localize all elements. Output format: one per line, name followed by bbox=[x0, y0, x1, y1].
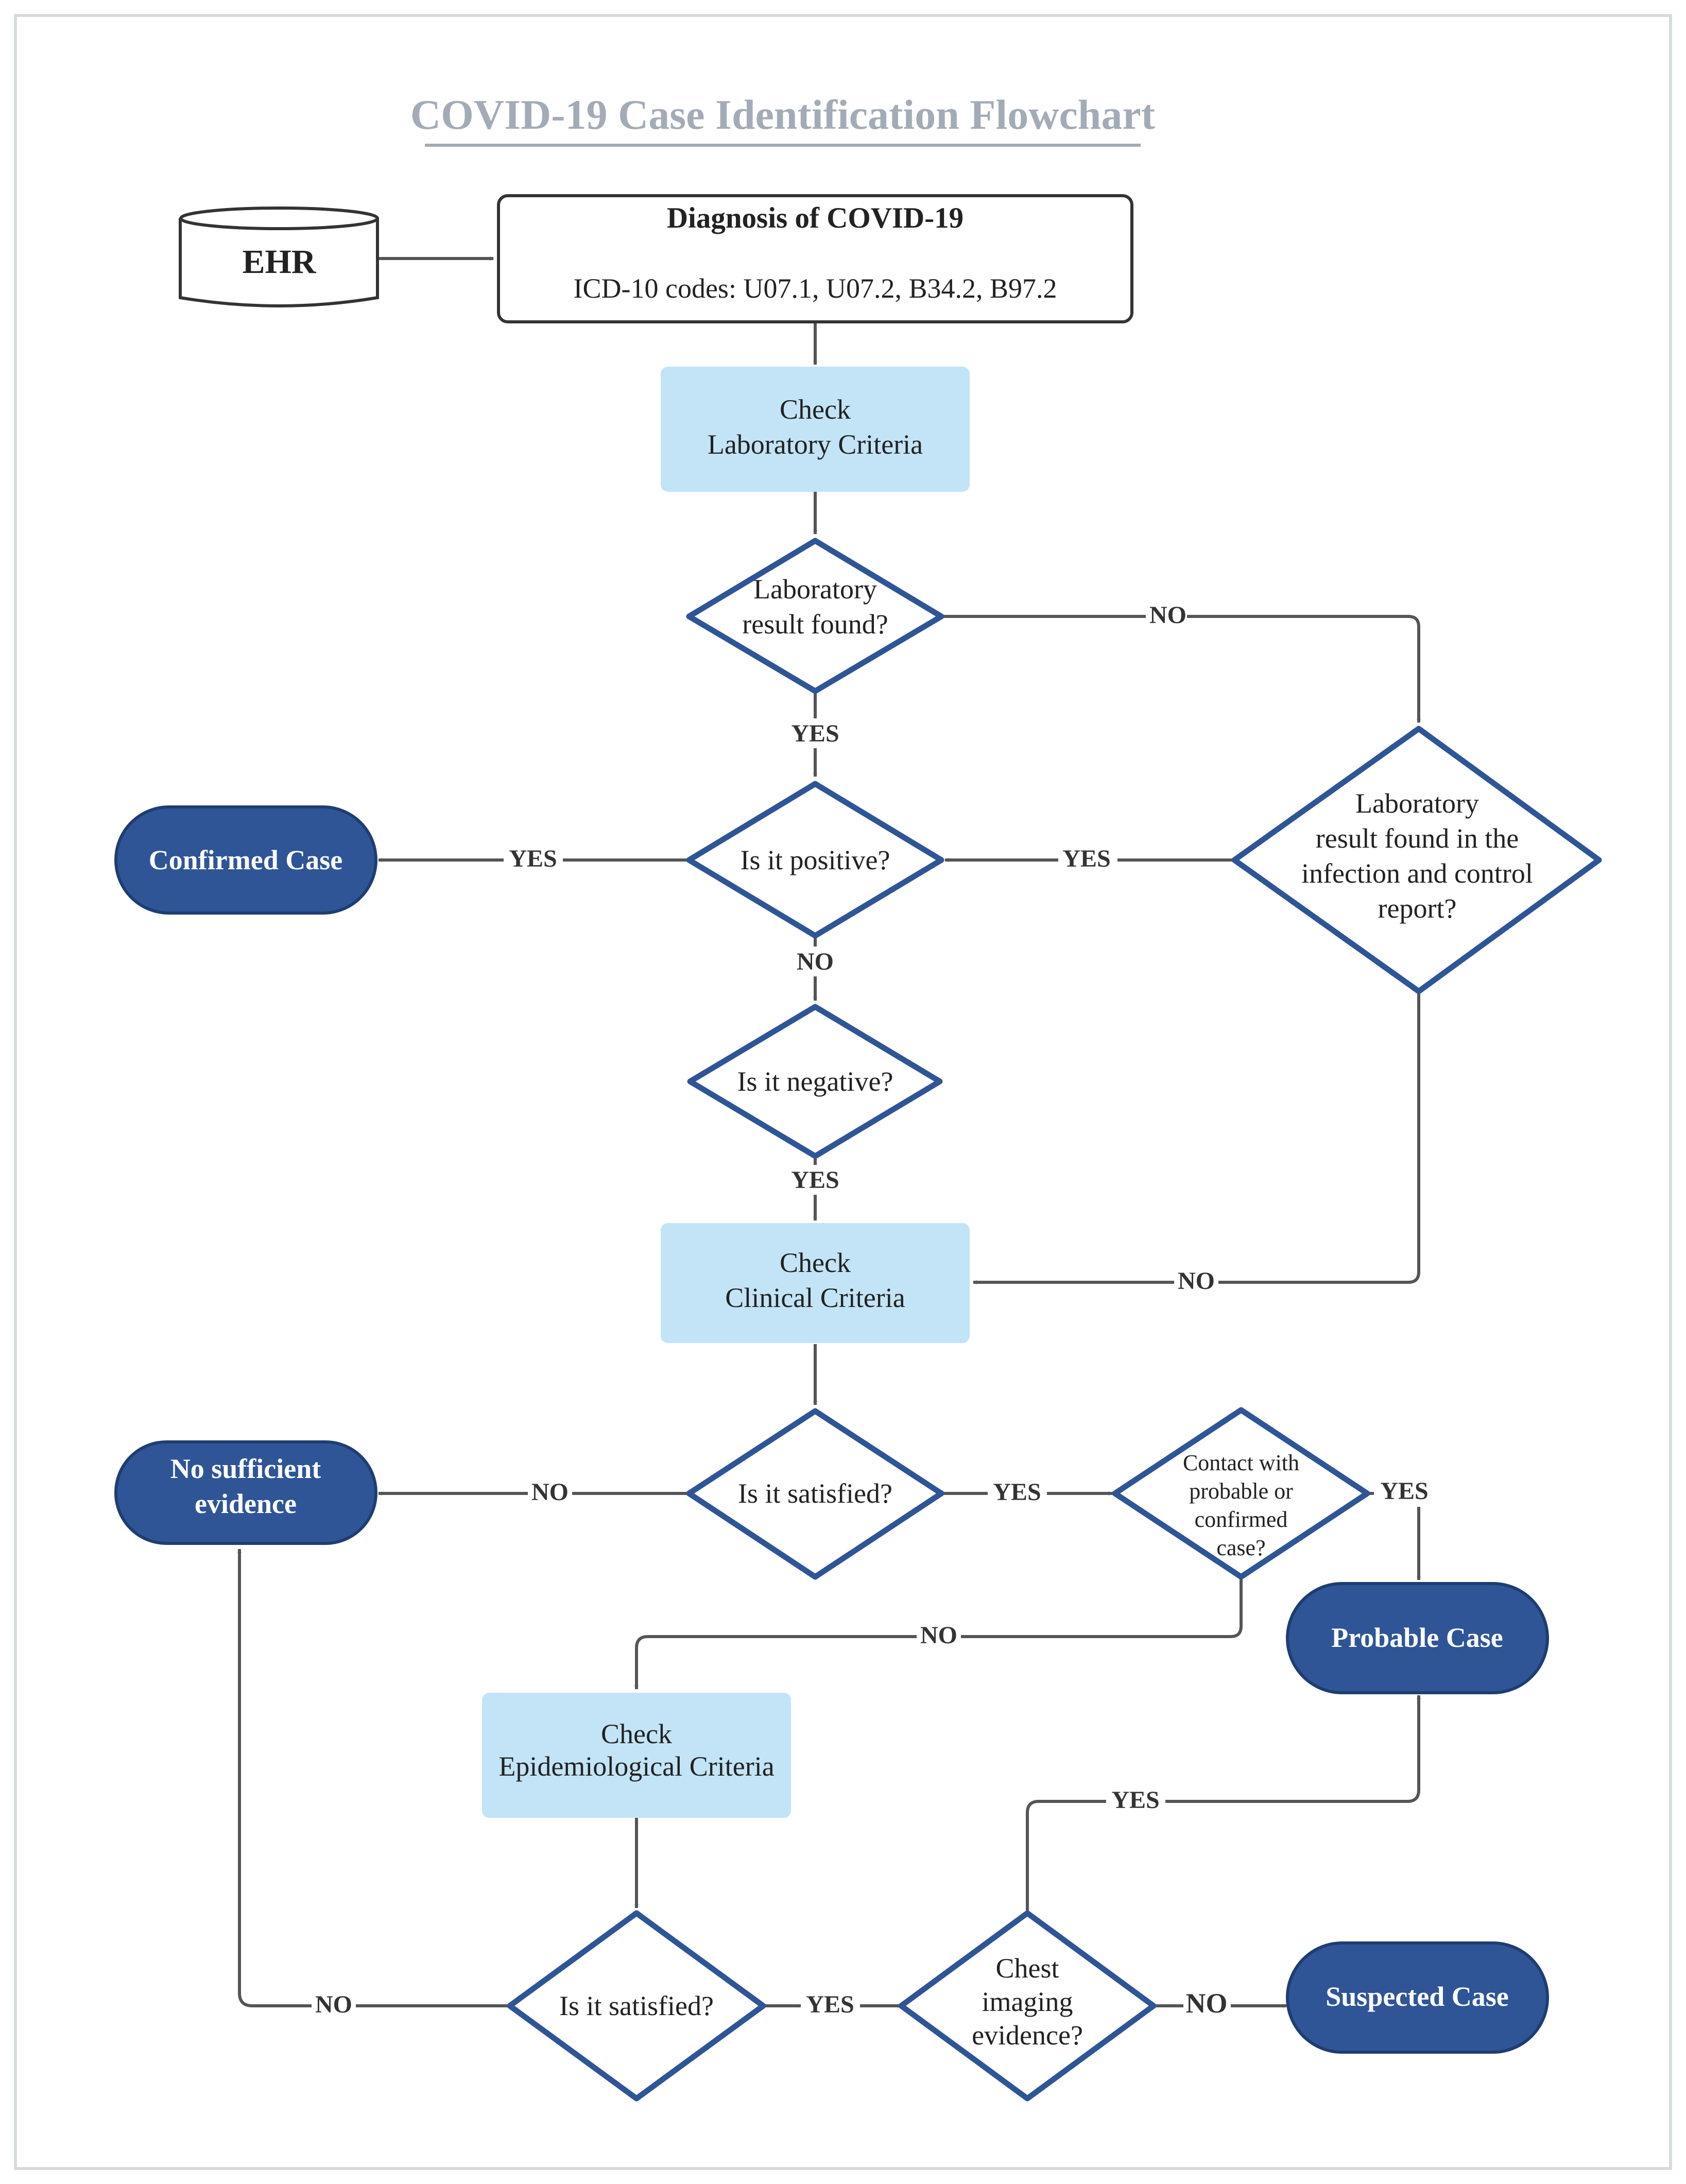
decision-negative[interactable]: Is it negative? bbox=[687, 1004, 943, 1159]
decision-lab-found-line-2: result found? bbox=[742, 609, 888, 640]
decision-negative-label: Is it negative? bbox=[737, 1066, 893, 1097]
terminal-probable-label: Probable Case bbox=[1331, 1622, 1503, 1653]
terminal-suspected[interactable]: Suspected Case bbox=[1286, 1941, 1549, 2054]
edge-label-contact-probable: YES bbox=[1380, 1477, 1428, 1505]
edge-labreport-checkclinical bbox=[973, 994, 1420, 1284]
terminal-probable[interactable]: Probable Case bbox=[1286, 1582, 1549, 1694]
decision-contact-shape bbox=[1112, 1407, 1370, 1580]
decision-contact-line-1: Contact with bbox=[1183, 1450, 1299, 1475]
check-lab-box bbox=[661, 367, 970, 492]
terminal-suspected-label: Suspected Case bbox=[1326, 1981, 1509, 2012]
decision-epi-satisfied-label: Is it satisfied? bbox=[559, 1990, 714, 2021]
edge-label-labfound-labreport: NO bbox=[1149, 601, 1186, 629]
edge-labfound-labreport bbox=[941, 615, 1421, 723]
ehr-cylinder-icon bbox=[179, 218, 379, 307]
check-clinical-box bbox=[661, 1223, 970, 1343]
edge-label-labreport-clinical: NO bbox=[1178, 1267, 1215, 1295]
decision-lab-found-line-1: Laboratory bbox=[753, 574, 877, 605]
edge-episat-noevidence bbox=[237, 1549, 510, 2007]
diagnosis-title: Diagnosis of COVID-19 bbox=[667, 202, 964, 234]
check-epi-line-2: Epidemiological Criteria bbox=[498, 1751, 774, 1782]
check-epi-criteria[interactable]: Check Epidemiological Criteria bbox=[482, 1693, 791, 1818]
edge-label-labreport-positive: YES bbox=[1062, 845, 1110, 872]
terminal-no-evidence-shape bbox=[114, 1440, 377, 1545]
decision-chest-imaging-line-2: imaging bbox=[982, 1986, 1073, 2017]
decision-epi-satisfied-shape bbox=[507, 1910, 766, 2102]
decision-contact[interactable]: Contact with probable or confirmed case? bbox=[1112, 1407, 1370, 1580]
page-title: COVID-19 Case Identification Flowchart bbox=[410, 91, 1155, 138]
edge-label-episat-noevidence: NO bbox=[315, 1991, 352, 2018]
edge-label-chest-suspected: NO bbox=[1186, 1988, 1228, 2019]
decision-lab-found[interactable]: Laboratory result found? bbox=[686, 538, 944, 694]
decision-clinical-satisfied-label: Is it satisfied? bbox=[738, 1478, 892, 1509]
decision-contact-line-3: confirmed bbox=[1195, 1507, 1288, 1532]
decision-chest-imaging-shape bbox=[898, 1910, 1157, 2102]
decision-clinical-satisfied-shape bbox=[686, 1408, 944, 1580]
decision-positive[interactable]: Is it positive? bbox=[686, 781, 944, 939]
edge-label-negative-clinical: YES bbox=[791, 1166, 839, 1194]
decision-contact-line-2: probable or bbox=[1189, 1478, 1293, 1504]
terminal-suspected-shape bbox=[1286, 1941, 1549, 2054]
check-epi-line-1: Check bbox=[601, 1718, 672, 1749]
diagnosis-box-outline bbox=[497, 194, 1133, 323]
decision-contact-line-4: case? bbox=[1216, 1535, 1265, 1560]
edge-label-chest-probable: YES bbox=[1111, 1786, 1159, 1814]
check-lab-line-1: Check bbox=[780, 394, 851, 425]
terminal-no-evidence-line-1: No sufficient bbox=[170, 1453, 321, 1484]
check-clinical-criteria[interactable]: Check Clinical Criteria bbox=[661, 1223, 970, 1343]
terminal-confirmed-label: Confirmed Case bbox=[149, 845, 342, 875]
edge-label-clinsat-contact: YES bbox=[993, 1478, 1041, 1506]
decision-lab-report[interactable]: Laboratory result found in the infection… bbox=[1231, 726, 1602, 994]
ehr-database[interactable]: EHR bbox=[179, 207, 379, 307]
check-lab-criteria[interactable]: Check Laboratory Criteria bbox=[661, 367, 970, 492]
edge-label-positive-negative: NO bbox=[797, 948, 834, 975]
decision-epi-satisfied[interactable]: Is it satisfied? bbox=[507, 1910, 766, 2102]
ehr-cylinder-top bbox=[179, 207, 379, 230]
decision-chest-imaging-line-1: Chest bbox=[995, 1953, 1059, 1984]
decision-clinical-satisfied[interactable]: Is it satisfied? bbox=[686, 1408, 944, 1580]
decision-positive-label: Is it positive? bbox=[741, 845, 890, 875]
check-epi-box bbox=[482, 1693, 791, 1818]
check-clinical-line-2: Clinical Criteria bbox=[725, 1282, 905, 1313]
check-clinical-line-1: Check bbox=[780, 1247, 851, 1278]
decision-lab-report-line-3: infection and control bbox=[1301, 858, 1533, 889]
edge-label-clinsat-noevidence: NO bbox=[531, 1478, 569, 1506]
ehr-label: EHR bbox=[242, 243, 316, 281]
terminal-confirmed[interactable]: Confirmed Case bbox=[114, 805, 377, 915]
decision-positive-shape bbox=[686, 781, 944, 939]
edge-label-episat-chest: YES bbox=[806, 1991, 854, 2018]
decision-lab-report-line-2: result found in the bbox=[1316, 823, 1519, 854]
terminal-probable-shape bbox=[1286, 1582, 1549, 1694]
terminal-confirmed-shape bbox=[114, 805, 377, 915]
decision-chest-imaging-line-3: evidence? bbox=[972, 2020, 1083, 2051]
edge-label-labfound-positive: YES bbox=[791, 720, 839, 747]
edge-chest-probable bbox=[1026, 1695, 1421, 1911]
edge-labels: NO YES YES YES NO YES NO NO YES YES NO N… bbox=[312, 600, 1433, 2020]
terminal-no-evidence[interactable]: No sufficient evidence bbox=[114, 1440, 377, 1545]
decision-negative-shape bbox=[687, 1004, 943, 1159]
decision-chest-imaging[interactable]: Chest imaging evidence? bbox=[898, 1910, 1157, 2102]
decision-lab-report-line-1: Laboratory bbox=[1355, 788, 1479, 819]
diagnosis-codes: ICD-10 codes: U07.1, U07.2, B34.2, B97.2 bbox=[574, 273, 1057, 304]
check-lab-line-2: Laboratory Criteria bbox=[708, 429, 923, 460]
terminal-no-evidence-line-2: evidence bbox=[195, 1488, 297, 1519]
decision-lab-report-line-4: report? bbox=[1378, 893, 1457, 924]
diagnosis-box[interactable]: Diagnosis of COVID-19 ICD-10 codes: U07.… bbox=[497, 194, 1133, 323]
decision-lab-found-shape bbox=[686, 538, 944, 694]
edge-label-positive-confirmed: YES bbox=[509, 845, 557, 872]
decision-lab-report-shape bbox=[1231, 726, 1602, 994]
edge-label-contact-checkepi: NO bbox=[920, 1622, 957, 1649]
